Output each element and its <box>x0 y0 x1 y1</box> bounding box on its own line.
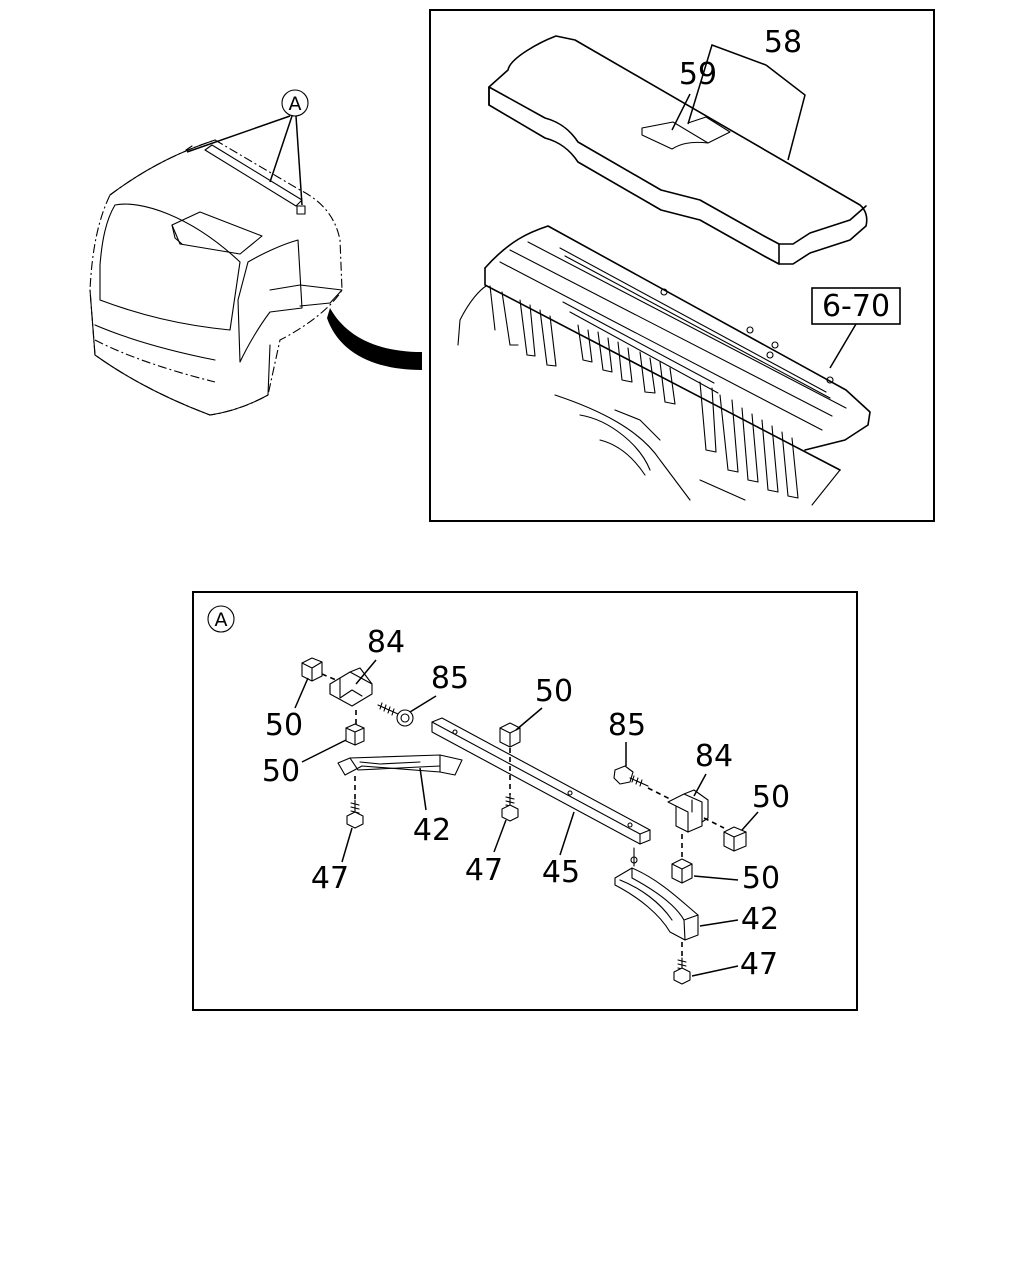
clip-right-lower <box>671 858 693 884</box>
label-47-right: 47 <box>740 947 778 982</box>
cover-panel <box>488 35 868 265</box>
clip-center <box>499 722 521 748</box>
label-84-left: 84 <box>367 625 405 660</box>
tapping-screw-left <box>346 799 364 829</box>
reference-box <box>811 287 901 325</box>
label-6-70: 6-70 <box>822 289 890 324</box>
bracket-right <box>667 789 709 833</box>
label-58: 58 <box>764 25 802 60</box>
bracket-left <box>329 667 373 707</box>
label-59: 59 <box>679 57 717 92</box>
label-47-left: 47 <box>311 861 349 896</box>
label-42-right: 42 <box>741 902 779 937</box>
detail-a-tag: A <box>215 609 228 631</box>
label-50-center: 50 <box>535 674 573 709</box>
screw-left <box>377 702 414 727</box>
label-50-left-lower: 50 <box>262 754 300 789</box>
support-left <box>337 754 463 776</box>
clip-right-upper <box>723 826 747 852</box>
label-42-left: 42 <box>413 813 451 848</box>
top-detail-panel: 58 59 6-70 <box>429 9 935 522</box>
support-right <box>614 847 699 941</box>
pointer-arrow <box>327 308 422 370</box>
callout-a-letter: A <box>289 93 302 115</box>
label-84-right: 84 <box>695 739 733 774</box>
floor-frame <box>457 225 871 506</box>
tapping-screw-center <box>501 794 519 822</box>
label-50-right-upper: 50 <box>752 780 790 815</box>
clip-left-lower <box>345 723 365 746</box>
label-50-upper-left: 50 <box>265 708 303 743</box>
label-85-right: 85 <box>608 708 646 743</box>
cab-overview-illustration <box>89 139 343 416</box>
detail-a-panel: A <box>192 591 858 1011</box>
callout-a: A <box>186 89 309 206</box>
label-45: 45 <box>542 855 580 890</box>
label-85-left: 85 <box>431 661 469 696</box>
screw-right <box>613 765 649 787</box>
rail <box>431 717 651 845</box>
label-47-center: 47 <box>465 853 503 888</box>
clip-upper-left <box>301 657 323 682</box>
label-50-right-lower: 50 <box>742 861 780 896</box>
tapping-screw-right <box>673 957 691 985</box>
